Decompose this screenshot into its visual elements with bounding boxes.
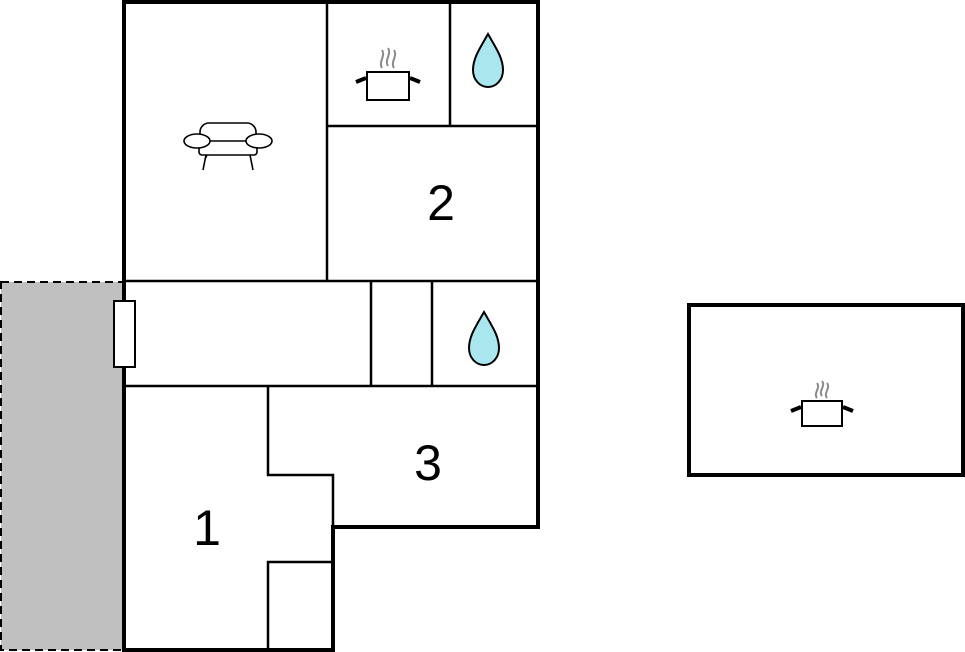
room-number-3: 3 bbox=[414, 435, 442, 491]
room-number-1: 1 bbox=[193, 500, 221, 556]
annex-building bbox=[687, 303, 965, 477]
entrance-door[interactable] bbox=[113, 300, 136, 368]
terrace-area bbox=[0, 281, 125, 651]
water-drop-icon bbox=[471, 31, 505, 89]
water-drop-icon bbox=[467, 309, 501, 367]
outer-wall bbox=[122, 0, 540, 652]
room-number-2: 2 bbox=[427, 175, 455, 231]
cooking-pot-icon bbox=[355, 47, 421, 101]
cooking-pot-icon bbox=[790, 380, 854, 427]
sofa-icon bbox=[183, 122, 273, 171]
interior-walls bbox=[124, 2, 538, 650]
